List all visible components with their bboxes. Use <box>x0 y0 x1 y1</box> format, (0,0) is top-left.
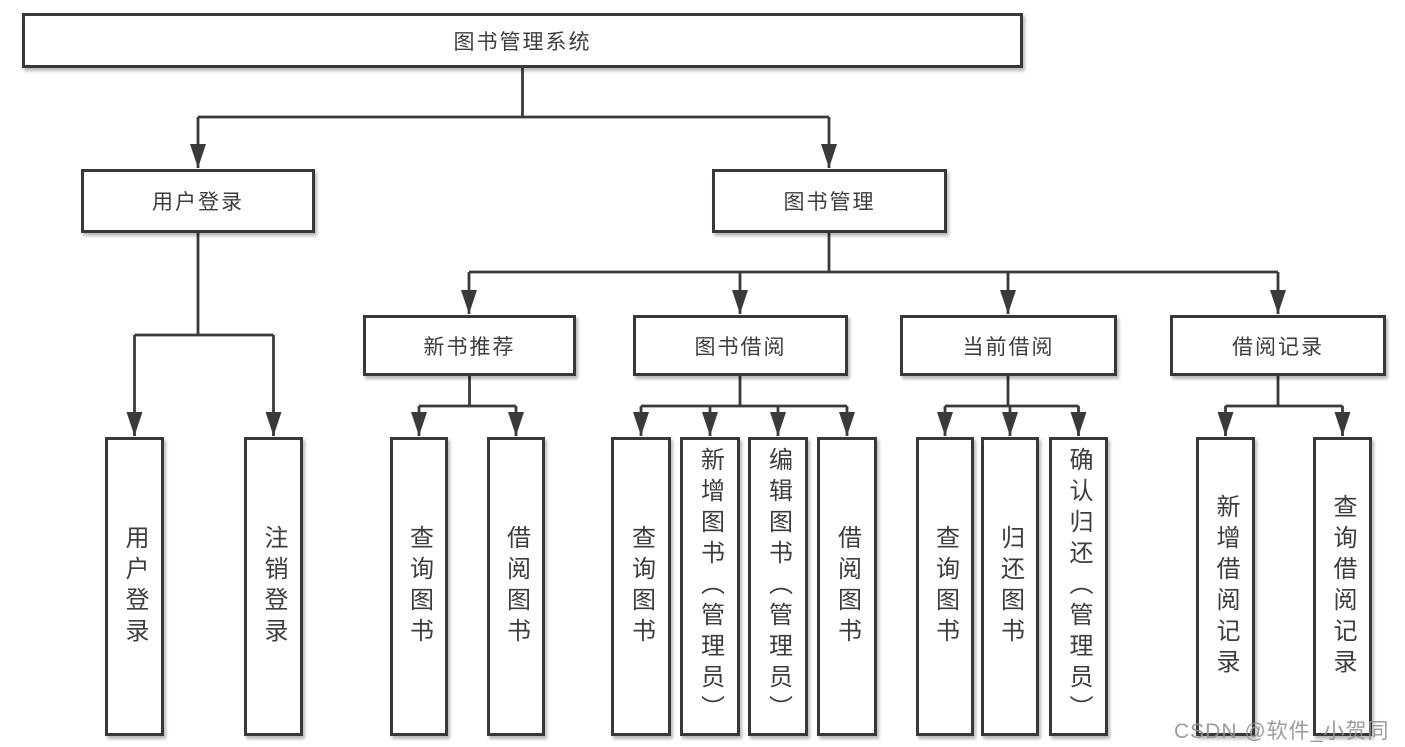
leaf-nbr-query-books: 查询图书 <box>390 437 448 736</box>
node-borrow-records: 借阅记录 <box>1170 315 1386 376</box>
node-new-book-recommend: 新书推荐 <box>363 315 576 376</box>
node-book-management: 图书管理 <box>712 169 947 233</box>
node-current-borrow: 当前借阅 <box>900 315 1117 376</box>
leaf-bb-edit-books-admin: 编辑图书（管理员） <box>748 437 808 736</box>
node-root-library-management-system: 图书管理系统 <box>22 13 1023 68</box>
leaf-bb-borrow-books: 借阅图书 <box>817 437 877 736</box>
leaf-br-query-record: 查询借阅记录 <box>1313 437 1372 736</box>
leaf-nbr-borrow-books: 借阅图书 <box>487 437 545 736</box>
node-book-borrow: 图书借阅 <box>633 315 848 376</box>
leaf-user-login: 用户登录 <box>105 437 164 736</box>
leaf-cb-return-books: 归还图书 <box>981 437 1039 736</box>
leaf-bb-add-books-admin: 新增图书（管理员） <box>680 437 740 736</box>
leaf-bb-query-books: 查询图书 <box>611 437 671 736</box>
leaf-logout: 注销登录 <box>244 437 303 736</box>
node-user-login: 用户登录 <box>81 169 315 233</box>
leaf-cb-confirm-return-admin: 确认归还（管理员） <box>1049 437 1108 736</box>
leaf-cb-query-books: 查询图书 <box>916 437 974 736</box>
watermark: CSDN @软件_小贺同学 <box>1174 720 1390 743</box>
leaf-br-add-record: 新增借阅记录 <box>1196 437 1255 736</box>
